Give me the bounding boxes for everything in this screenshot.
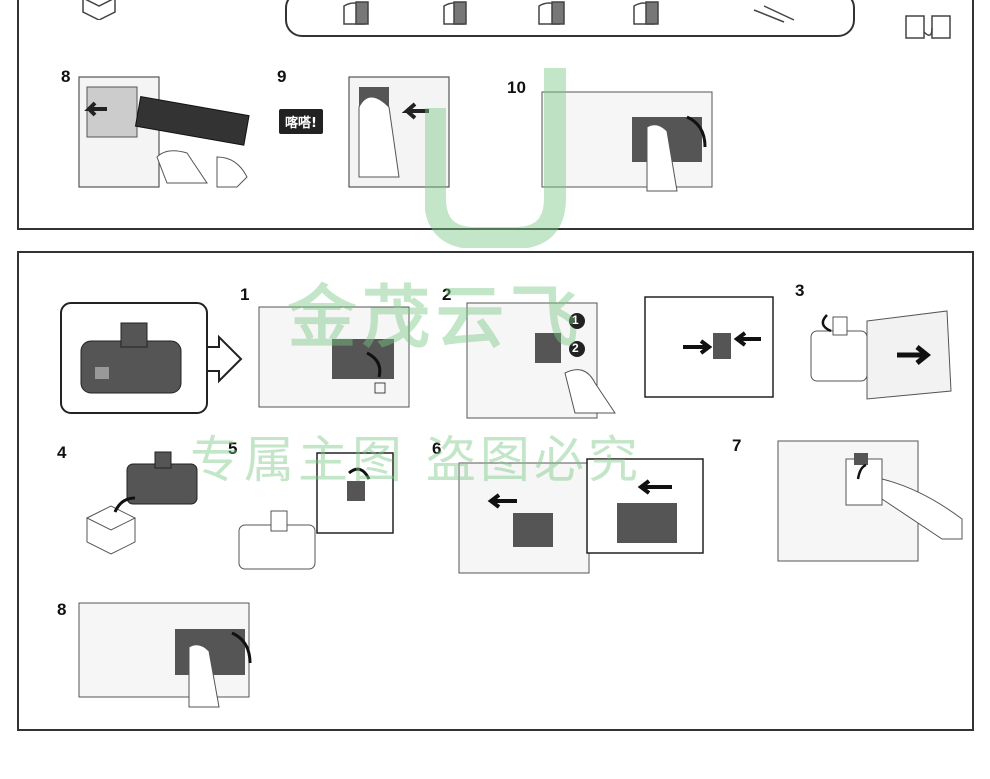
insert-toner-illustration — [78, 76, 250, 188]
step-number-8-top: 8 — [61, 67, 71, 86]
press-waste-box-illustration — [777, 440, 963, 562]
step-number-5: 5 — [228, 439, 238, 458]
unpack-new-box-illustration — [85, 451, 198, 555]
step-number-10-top: 10 — [507, 78, 526, 97]
callout-1: 1 — [572, 313, 579, 327]
page-flip-icon — [905, 15, 951, 39]
close-cover-illustration-bottom — [78, 602, 252, 708]
watermark-notice: 专属主图 盗图必究 — [190, 431, 642, 489]
watermark-logo — [425, 68, 566, 248]
step-number-6: 6 — [432, 439, 442, 458]
step-number-1: 1 — [240, 285, 250, 304]
click-sound-badge: 喀嗒! — [279, 109, 323, 134]
step-number-2: 2 — [442, 285, 452, 304]
step-number-9-top: 9 — [277, 67, 287, 86]
remove-waste-box-illustration — [466, 296, 774, 419]
step-number-4: 4 — [57, 443, 67, 462]
insert-new-waste-box-illustration — [458, 458, 704, 574]
step-number-3: 3 — [795, 281, 805, 300]
watermark-brand: 金茂云飞 — [288, 279, 585, 358]
step-number-8-bottom: 8 — [57, 600, 67, 619]
waste-toner-box-callout — [60, 302, 243, 414]
close-cover-illustration-top — [541, 91, 713, 192]
top-strip-illustration — [285, 0, 855, 37]
bag-waste-box-illustration — [810, 310, 952, 400]
top-instruction-panel: 8 9 喀嗒! 10 — [17, 0, 974, 230]
push-toner-illustration — [348, 76, 450, 188]
bottom-instruction-panel: 1 2 1 2 3 4 5 — [17, 251, 974, 731]
step-number-7: 7 — [732, 436, 742, 455]
open-cover-illustration — [258, 306, 410, 408]
callout-2: 2 — [572, 341, 579, 355]
box-icon-top-left — [82, 0, 116, 20]
attach-cap-illustration — [238, 452, 394, 570]
